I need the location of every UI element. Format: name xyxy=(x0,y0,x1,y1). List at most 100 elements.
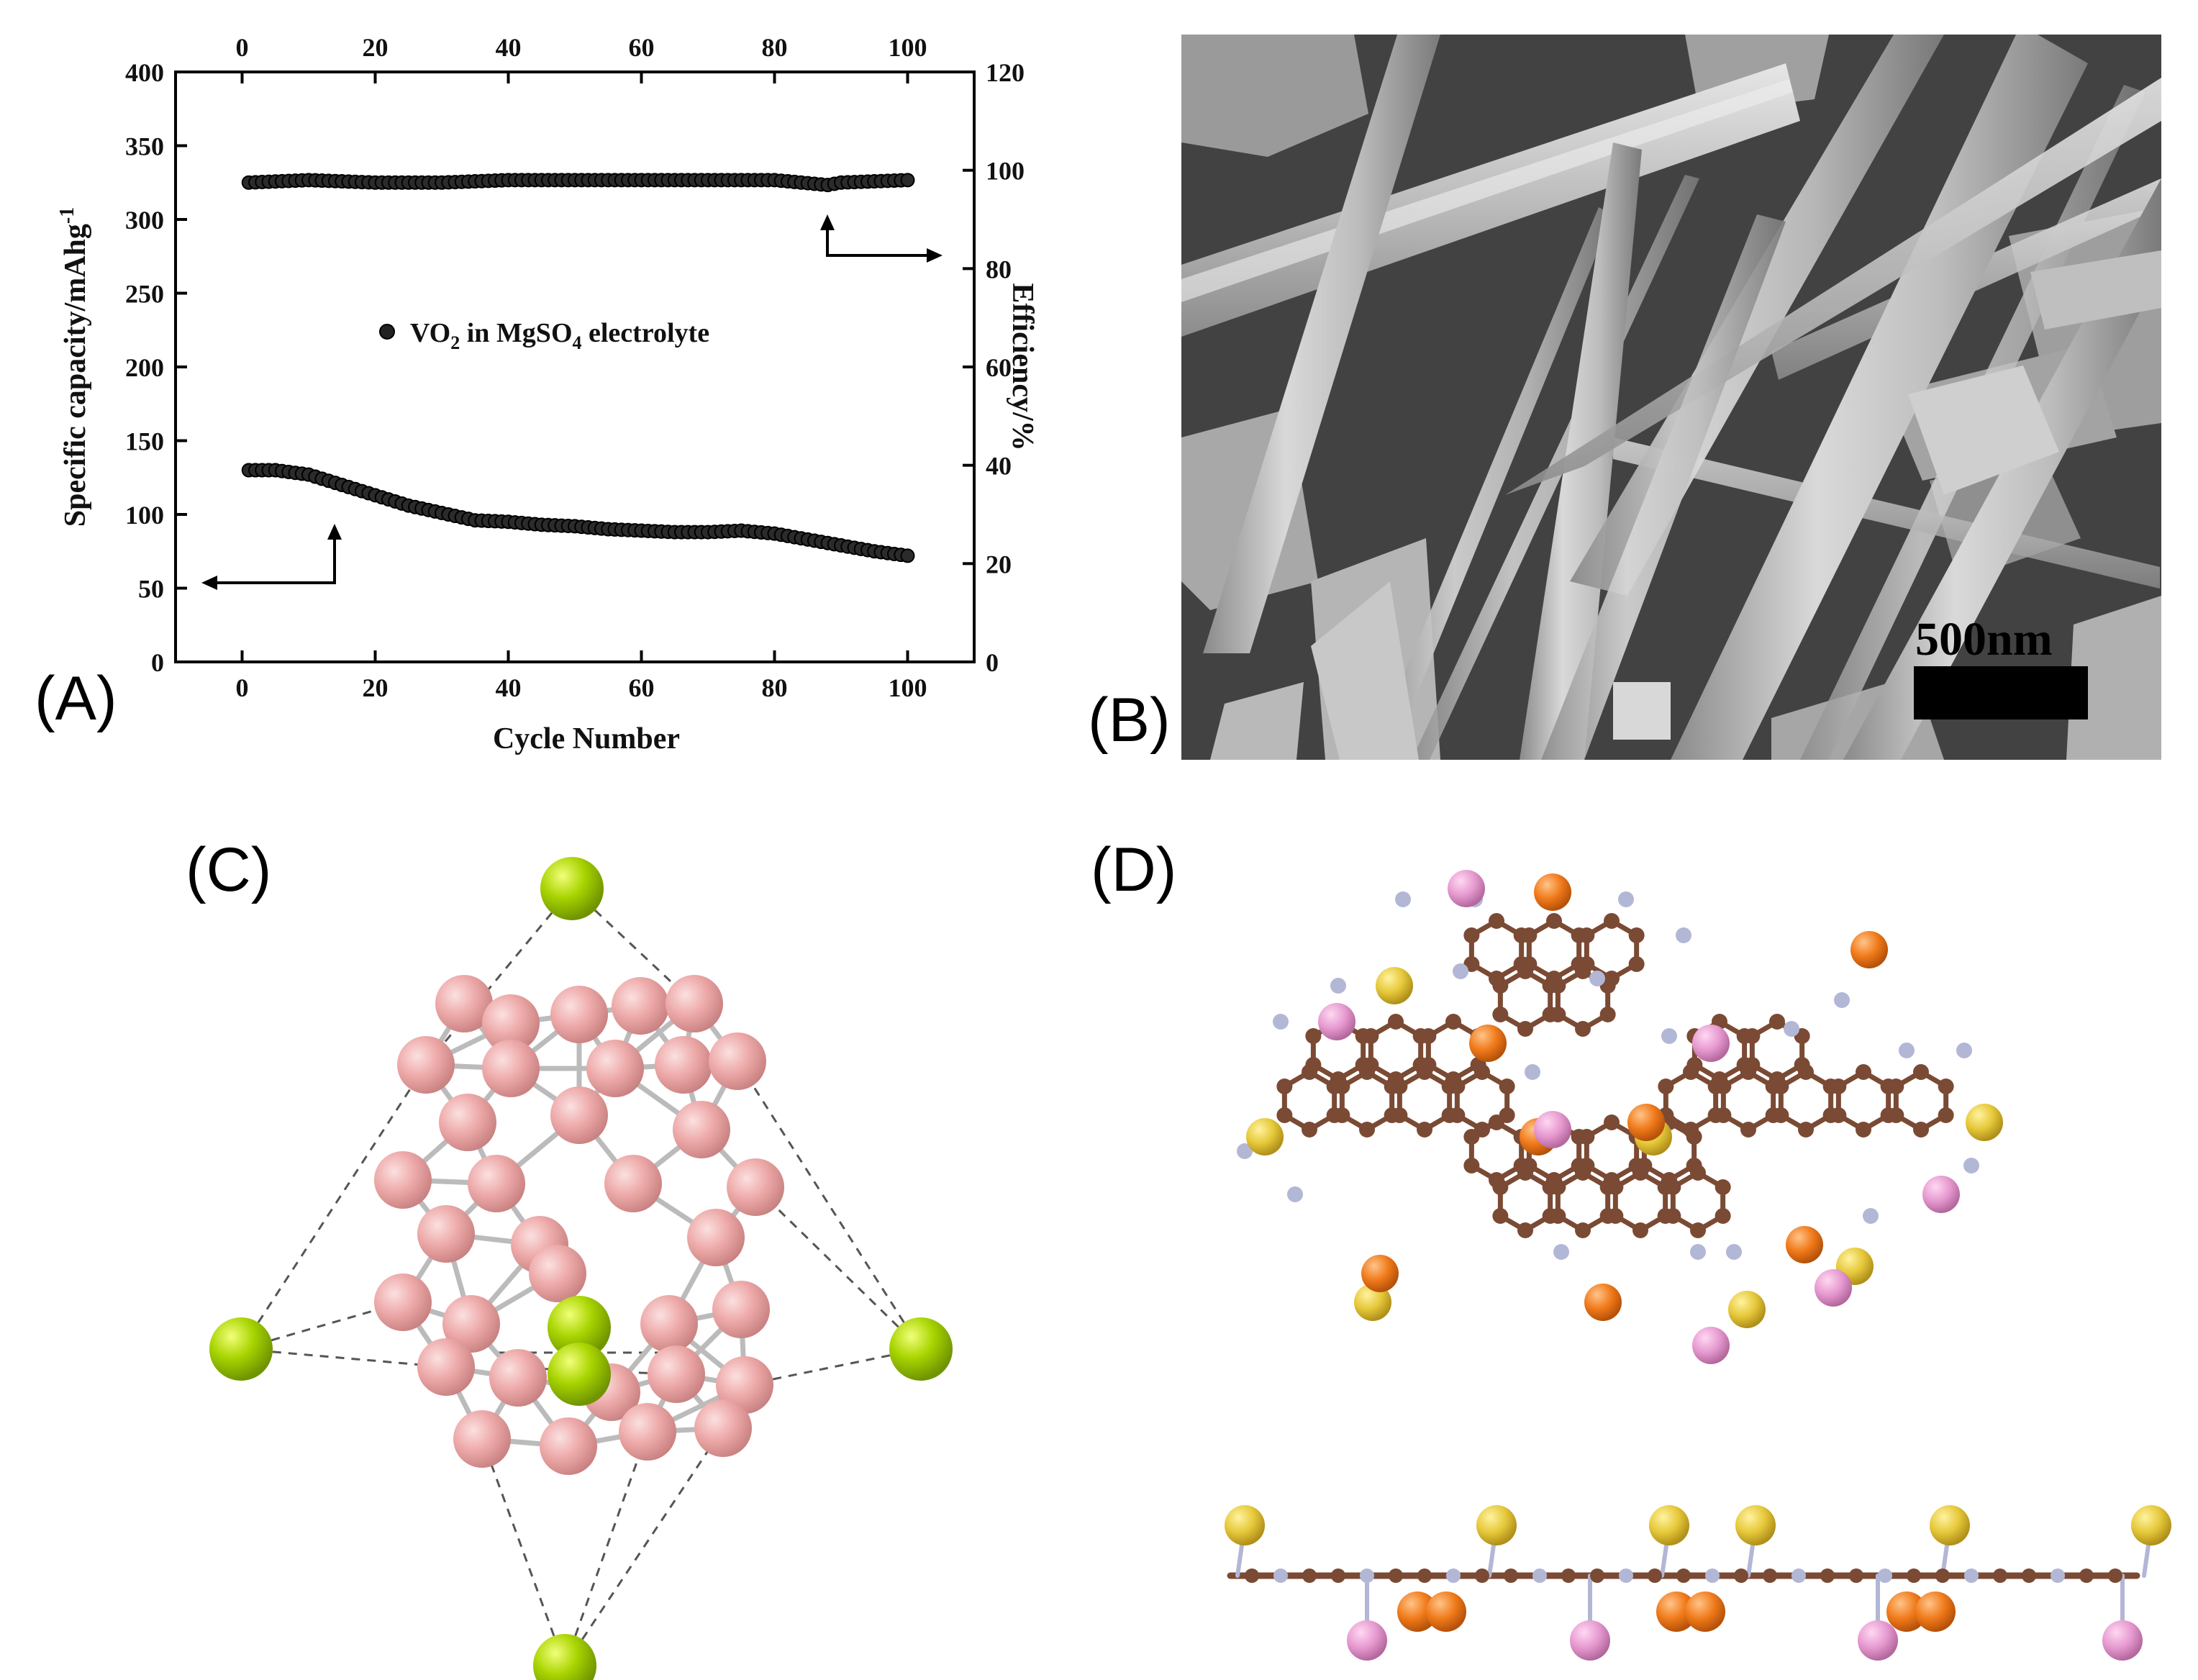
side-atom xyxy=(1389,1568,1403,1583)
y2-tick-label: 80 xyxy=(986,255,1012,283)
carbon-atom xyxy=(1463,927,1480,943)
oxygen-atom xyxy=(1534,873,1571,911)
side-oxygen xyxy=(1915,1592,1956,1632)
guest-atom xyxy=(889,1317,953,1381)
carbon-atom xyxy=(1575,1021,1591,1037)
carbon-atom xyxy=(1575,1222,1591,1238)
panel-label-b: (B) xyxy=(1088,686,1171,755)
carbon-atom xyxy=(1305,1028,1322,1044)
nitrogen-atom xyxy=(1237,1143,1253,1159)
carbon-atom xyxy=(1769,1071,1785,1087)
carbon-atom xyxy=(1665,1208,1681,1224)
carbon-atom xyxy=(1715,1208,1731,1224)
metal-atom xyxy=(1692,1025,1730,1062)
carbon-atom xyxy=(1599,1007,1616,1022)
carbon-atom xyxy=(1330,1071,1346,1087)
right-axis-arrow xyxy=(820,214,943,263)
coordination-dash xyxy=(240,1301,404,1350)
cage-atom xyxy=(709,1032,766,1090)
y-tick-label: 200 xyxy=(125,353,164,382)
oxygen-atom xyxy=(1361,1255,1399,1292)
sulfur-atom xyxy=(1966,1104,2003,1141)
side-metal xyxy=(1570,1620,1610,1661)
carbon-atom xyxy=(1363,1057,1379,1073)
guest-atom xyxy=(548,1343,611,1406)
carbon-atom xyxy=(1417,1122,1432,1138)
y-axis-title: Specific capacity/mAhg-1 xyxy=(56,207,92,527)
carbon-atom xyxy=(1517,1021,1533,1037)
x-tick-label: 40 xyxy=(496,673,522,702)
carbon-atom xyxy=(1715,1107,1732,1123)
data-point xyxy=(900,548,915,563)
cage-atom xyxy=(540,1417,597,1475)
carbon-atom xyxy=(1334,1107,1350,1123)
cage-atom xyxy=(417,1338,475,1396)
metal-atom xyxy=(1448,870,1485,907)
carbon-atom xyxy=(1830,1107,1847,1123)
nitrogen-atom xyxy=(1690,1244,1706,1260)
side-atom xyxy=(2022,1568,2036,1583)
nitrogen-atom xyxy=(1956,1043,1972,1058)
guest-atom xyxy=(533,1634,596,1680)
side-oxygen xyxy=(1685,1592,1725,1632)
side-metal xyxy=(2102,1620,2143,1661)
side-metal xyxy=(1858,1620,1898,1661)
oxygen-atom xyxy=(1786,1226,1823,1263)
carbon-atom xyxy=(1686,1129,1702,1145)
cage-atom xyxy=(612,977,669,1035)
side-atom xyxy=(1245,1568,1259,1583)
side-oxygen xyxy=(1656,1592,1697,1632)
side-atom xyxy=(1273,1568,1288,1583)
carbon-atom xyxy=(1489,913,1504,929)
x-tick-label: 100 xyxy=(889,673,927,702)
metal-atom xyxy=(1815,1269,1852,1307)
cage-atom xyxy=(648,1345,705,1403)
coordination-dash xyxy=(240,1348,447,1368)
carbon-atom xyxy=(1302,1122,1317,1138)
side-atom xyxy=(1504,1568,1518,1583)
carbon-atom xyxy=(1888,1079,1904,1094)
carbon-atom xyxy=(1665,1179,1681,1195)
carbon-atom xyxy=(1794,1057,1810,1073)
cage-atom xyxy=(640,1295,698,1353)
carbon-atom xyxy=(1276,1107,1293,1123)
cage-atom xyxy=(442,1295,500,1353)
carbon-atom xyxy=(1489,1114,1504,1130)
carbon-atom xyxy=(1607,1179,1624,1195)
oxygen-atom xyxy=(1584,1284,1622,1321)
cage-atom xyxy=(712,1281,770,1338)
cage-atom xyxy=(439,1094,496,1151)
nitrogen-atom xyxy=(1330,978,1346,994)
cage-atom xyxy=(529,1245,586,1302)
carbon-atom xyxy=(1276,1079,1293,1094)
cage-atom xyxy=(417,1205,475,1263)
carbon-atom xyxy=(1712,1071,1727,1087)
nitrogen-atom xyxy=(1899,1043,1915,1058)
carbon-atom xyxy=(1856,1064,1871,1080)
cage-atom xyxy=(482,1040,540,1097)
guest-atom xyxy=(548,1296,611,1359)
carbon-atom xyxy=(1550,1179,1566,1195)
x-top-tick-label: 100 xyxy=(889,33,927,62)
carbon-atom xyxy=(1938,1107,1954,1123)
nitrogen-atom xyxy=(1676,927,1691,943)
coordination-dash xyxy=(563,1427,725,1666)
side-atom xyxy=(1302,1568,1317,1583)
side-atom xyxy=(1763,1568,1777,1583)
side-atom xyxy=(1993,1568,2007,1583)
side-sulfur xyxy=(1930,1505,1970,1545)
carbon-atom xyxy=(1517,1165,1533,1181)
carbon-atom xyxy=(1445,1014,1461,1030)
carbon-atom xyxy=(1686,1057,1703,1073)
carbon-atom xyxy=(1607,1208,1624,1224)
x-top-tick-label: 40 xyxy=(496,33,522,62)
y-tick-label: 50 xyxy=(138,575,164,604)
cage-atom xyxy=(397,1036,455,1094)
side-metal xyxy=(1347,1620,1387,1661)
cage-atom xyxy=(468,1155,525,1212)
carbon-atom xyxy=(1546,913,1562,929)
guest-atom xyxy=(209,1317,273,1381)
cage-atom xyxy=(482,994,540,1052)
carbon-atom xyxy=(1463,1129,1480,1145)
y2-tick-label: 40 xyxy=(986,452,1012,481)
